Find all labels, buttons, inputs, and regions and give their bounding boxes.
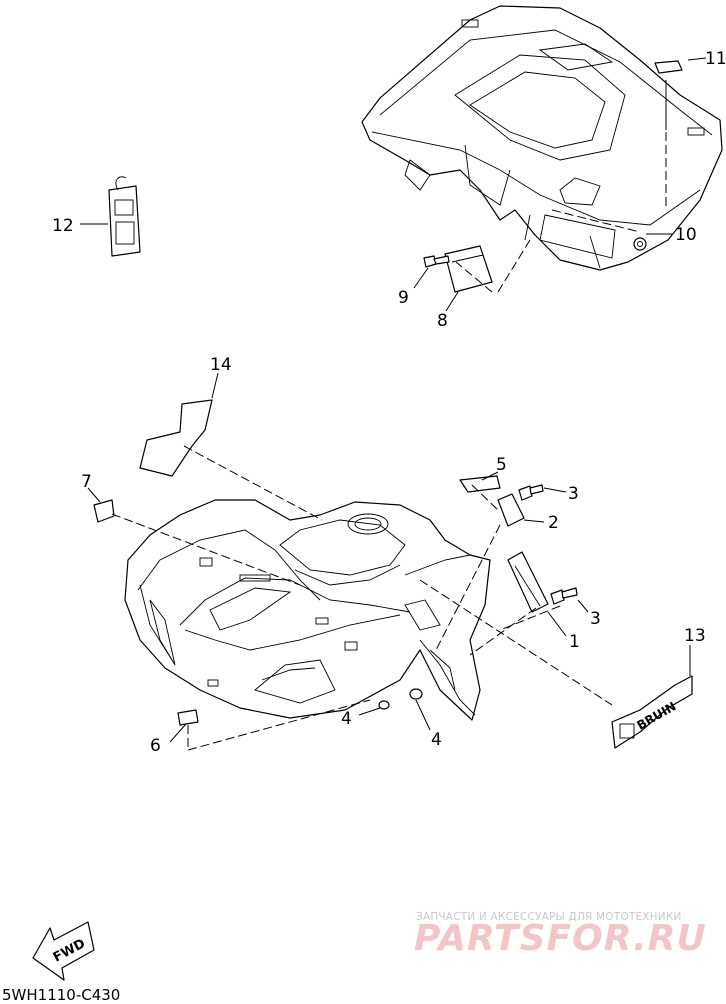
item-9-bolt	[423, 255, 450, 268]
callout-6: 6	[150, 736, 161, 756]
callouts: 1 2 3 3 4 4 5 6 7 8 9 10 11 12 13 14	[52, 49, 726, 756]
item-14-decal	[139, 399, 213, 477]
front-fender	[124, 499, 491, 721]
item-3-bolt-lower	[550, 587, 578, 605]
item-4-grommet-left	[378, 700, 390, 710]
watermark-tagline: ЗАПЧАСТИ И АКСЕССУАРЫ ДЛЯ МОТОТЕХНИКИ	[416, 911, 682, 923]
item-3-bolt-upper	[518, 484, 544, 501]
callout-7: 7	[81, 472, 92, 492]
item-5-decal	[459, 475, 501, 493]
callout-14: 14	[210, 355, 232, 375]
callout-5: 5	[496, 455, 507, 475]
callout-3-upper: 3	[568, 484, 579, 504]
item-10-grommet	[633, 237, 647, 251]
callout-4-left: 4	[341, 709, 352, 729]
item-12-tag	[108, 176, 141, 257]
callout-10: 10	[675, 225, 697, 245]
callout-3-lower: 3	[590, 609, 601, 629]
callout-8: 8	[437, 311, 448, 331]
item-8-plate	[444, 245, 493, 293]
item-4-grommet-right	[409, 688, 423, 700]
item-7-emblem	[93, 499, 115, 523]
callout-11: 11	[705, 49, 726, 69]
drawing-code: 5WH1110-C430	[2, 986, 121, 1004]
dashed-guides	[111, 132, 667, 751]
callout-1: 1	[569, 632, 580, 652]
rear-fender	[361, 5, 723, 271]
leader-lines	[80, 57, 707, 743]
item-2-plate	[497, 493, 525, 527]
item-11-decal	[654, 60, 683, 74]
watermark-logo: PARTSFOR.RU	[414, 918, 707, 959]
item-6-decal	[177, 709, 199, 726]
fwd-arrow: FWD	[32, 921, 95, 981]
callout-13: 13	[684, 626, 706, 646]
callout-4-right: 4	[431, 730, 442, 750]
item-13-decal: BRUIN	[611, 675, 693, 749]
callout-9: 9	[398, 288, 409, 308]
item-1-bracket	[507, 551, 549, 613]
callout-2: 2	[548, 513, 559, 533]
callout-12: 12	[52, 216, 74, 236]
